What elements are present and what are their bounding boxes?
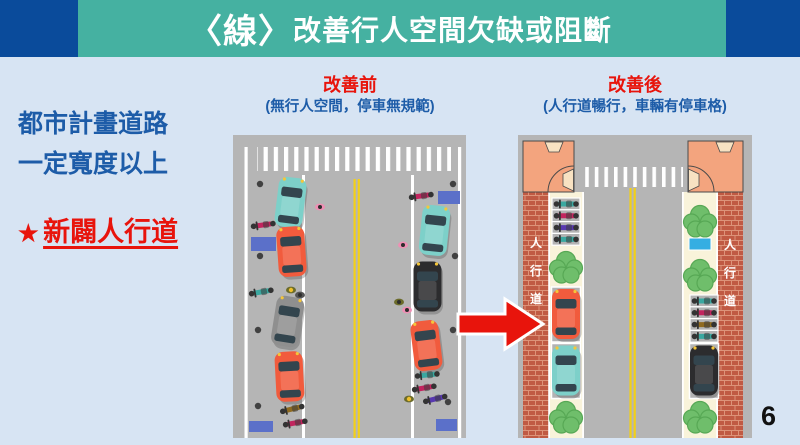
header-corner-left [0,0,78,57]
sidewalk-brick-right [717,192,743,438]
sidewalk-label-left: 人 行 道 [529,235,543,306]
svg-text:行: 行 [529,263,542,278]
page-number: 6 [760,401,776,431]
header-bar: 〈線〉改善行人空間欠缺或阻斷 [0,0,800,57]
car-parking-right [688,342,720,400]
car-red [552,289,582,342]
building-entrance [562,168,574,192]
crosswalk [584,167,683,187]
header-corner-right [726,0,800,57]
pedestrians [286,203,414,403]
intro-block: 都市計畫道路 一定寬度以上 ★ 新闢人行道 [18,104,228,249]
center-line [629,188,636,438]
car-teal [552,345,582,399]
star-icon: ★ [18,220,39,246]
svg-text:人: 人 [724,237,737,252]
utility-box [688,237,712,251]
after-panel: 改善後 (人行道暢行，車輛有停車格) [518,74,752,438]
building-entrance [688,168,700,192]
car-black [413,261,443,315]
intro-highlight: 新闢人行道 [43,217,179,247]
svg-text:人: 人 [530,235,543,250]
crosswalk [257,147,451,171]
arrow-right-icon [456,296,546,352]
before-panel: 改善前 (無行人空間，停車無規範) [233,74,467,438]
page-title: 〈線〉改善行人空間欠缺或阻斷 [0,0,800,57]
intro-highlight-row: ★ 新闢人行道 [18,210,228,249]
before-title: 改善前 [323,75,377,95]
center-line [353,179,360,438]
intro-line-1: 都市計畫道路 [18,110,169,138]
title-bracket: 〈線〉 [187,13,293,51]
title-text: 改善行人空間欠缺或阻斷 [292,14,612,46]
car-parking-left [550,286,582,400]
car-teal [417,204,453,260]
building-entrance [715,141,735,153]
car-orange [275,225,309,281]
scooter-parking-left [551,197,581,246]
svg-text:行: 行 [723,265,736,280]
utility-boxes [249,191,460,432]
before-diagram [233,135,466,438]
svg-text:道: 道 [724,293,736,308]
after-subtitle: (人行道暢行，車輛有停車格) [543,99,727,115]
manhole-dots [254,180,459,410]
intro-line-2: 一定寬度以上 [18,150,169,178]
after-title: 改善後 [608,75,662,95]
sidewalk-label-right: 人 行 道 [723,237,737,308]
scooter-parking-right [689,294,719,343]
car-black [690,345,720,399]
building-entrance [544,141,564,153]
svg-text:道: 道 [530,291,542,306]
corner-building-left [522,140,575,193]
transition-arrow [455,292,547,361]
after-diagram: 人 行 道 人 行 道 [518,135,752,438]
corner-building-right [687,140,744,193]
before-subtitle: (無行人空間，停車無規範) [265,99,435,115]
car-red [274,350,307,406]
